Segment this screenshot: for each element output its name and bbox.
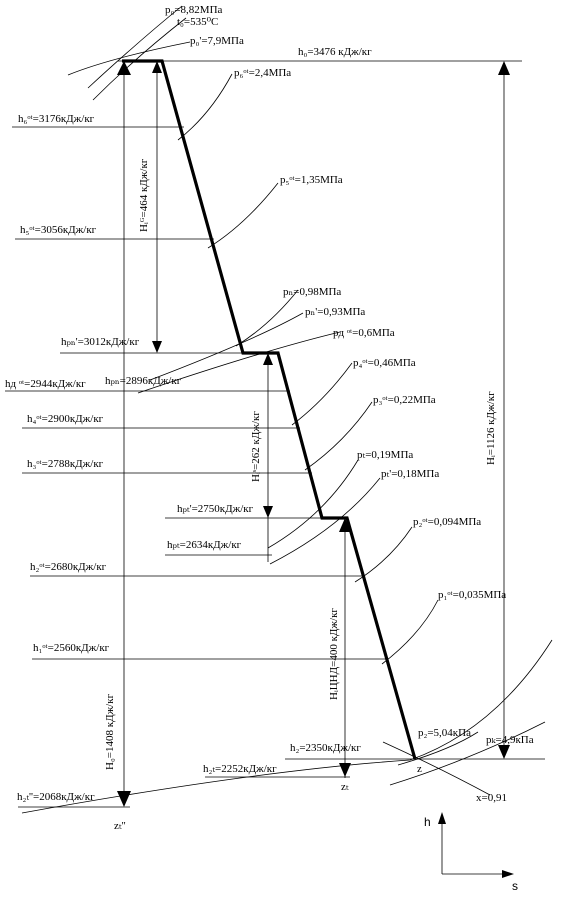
pd-isobar <box>137 331 341 394</box>
expansion-process-line <box>122 59 417 760</box>
label-hd: hд ᵒᵗ=2944кДж/кг <box>5 378 86 390</box>
enthalpy-level-lines <box>5 60 545 808</box>
p5-isobar <box>207 182 279 249</box>
label-pt: pₜ=0,19МПа <box>357 449 413 461</box>
label-z: z <box>417 763 422 775</box>
p6-isobar <box>177 73 233 141</box>
label-t0: t₀=535⁰C <box>177 16 218 28</box>
label-p4: p₄ᵒᵗ=0,46МПа <box>353 357 416 369</box>
labels: p₀=8,82МПа t₀=535⁰C p₀'=7,9МПа h₀=3476 к… <box>5 4 534 832</box>
p0-isobar <box>87 5 183 89</box>
Hi-lp-arrow-top <box>339 518 351 532</box>
saturation-line <box>21 639 553 814</box>
s-axis-label: s <box>512 879 518 893</box>
label-Hi-hp: Hᵢᴳ=464 кДж/кг <box>138 158 150 232</box>
Hi-total-arrow-bottom <box>498 745 510 759</box>
dimension-arrows <box>117 61 510 807</box>
h-axis-arrow <box>438 812 446 824</box>
Hi-lp-arrow-bottom <box>339 763 351 777</box>
label-p0: p₀=8,82МПа <box>165 4 223 16</box>
label-hrt: hₚₜ=2634кДж/кг <box>167 539 242 551</box>
label-p3: p₃ᵒᵗ=0,22МПа <box>373 394 436 406</box>
hp-expansion <box>122 59 417 760</box>
label-pz: p₂=5,04кПа <box>418 727 471 739</box>
p0p-isobar <box>67 41 191 76</box>
p1-isobar <box>381 599 439 665</box>
label-p1: p₁ᵒᵗ=0,035МПа <box>438 589 506 601</box>
label-p6: p₆ᵒᵗ=2,4МПа <box>234 67 291 79</box>
label-h6: h₆ᵒᵗ=3176кДж/кг <box>18 113 95 125</box>
Hi-hp-arrow-top <box>152 61 162 73</box>
label-h5: h₅ᵒᵗ=3056кДж/кг <box>20 224 97 236</box>
s-axis-arrow <box>502 870 514 878</box>
label-pd: pд ᵒᵗ=0,6МПа <box>333 327 395 339</box>
label-pp: pₙ=0,98МПа <box>283 286 341 298</box>
Hi-ip-arrow-top <box>263 353 273 365</box>
x-line <box>382 741 491 796</box>
label-ztpp: zₜ'' <box>114 820 126 832</box>
label-hpp: hₚₙ'=3012кДж/кг <box>61 336 140 348</box>
H0-arrow-top <box>117 61 131 75</box>
p4-isobar <box>291 362 353 426</box>
Hi-ip-arrow-bottom <box>263 506 273 518</box>
label-h1: h₁ᵒᵗ=2560кДж/кг <box>33 642 110 654</box>
label-pk: pₖ=4,9кПа <box>486 734 534 746</box>
label-ptp: pₜ'=0,18МПа <box>381 468 439 480</box>
label-hpn: hₚₙ=2896кДж/кг <box>105 375 182 387</box>
H0-arrow-bottom <box>117 791 131 807</box>
label-Hi-total: Hᵢ=1126 кДж/кг <box>485 391 497 465</box>
p3-isobar <box>304 401 373 471</box>
label-Hi-ip: Hᵢˢ=262 кДж/кг <box>250 411 262 482</box>
label-h2: h₂ᵒᵗ=2680кДж/кг <box>30 561 107 573</box>
Hi-total-arrow-top <box>498 61 510 75</box>
label-h0: h₀=3476 кДж/кг <box>298 46 372 58</box>
pp-isobar <box>235 289 299 347</box>
label-p2: p₂ᵒᵗ=0,094МПа <box>413 516 481 528</box>
label-H0: H₀=1408 кДж/кг <box>104 693 116 770</box>
h-axis-label: h <box>424 815 431 829</box>
hs-axes: h s <box>424 812 518 893</box>
label-p5: p₅ᵒᵗ=1,35МПа <box>280 174 343 186</box>
ptp-isobar <box>269 477 381 565</box>
label-zt: zₜ <box>341 781 349 793</box>
t0-isotherm <box>92 17 187 101</box>
label-Hi-lp: HᵢЦНД=400 кДж/кг <box>328 608 340 700</box>
label-hrtp: hₚₜ'=2750кДж/кг <box>177 503 254 515</box>
label-ppp: pₙ'=0,93МПа <box>305 306 365 318</box>
label-x: x=0,91 <box>476 792 507 804</box>
pz-isobar <box>397 731 479 766</box>
label-p0p: p₀'=7,9МПа <box>190 35 244 47</box>
Hi-hp-arrow-bottom <box>152 341 162 353</box>
p2-isobar <box>354 526 413 583</box>
label-hzt: h₂ₜ=2252кДж/кг <box>203 763 277 775</box>
label-h4: h₄ᵒᵗ=2900кДж/кг <box>27 413 104 425</box>
label-hztpp: h₂ₜ''=2068кДж/кг <box>17 791 95 803</box>
label-hz: h₂=2350кДж/кг <box>290 742 361 754</box>
pk-isobar <box>389 721 546 786</box>
label-h3: h₃ᵒᵗ=2788кДж/кг <box>27 458 104 470</box>
ppp-isobar <box>149 312 304 381</box>
